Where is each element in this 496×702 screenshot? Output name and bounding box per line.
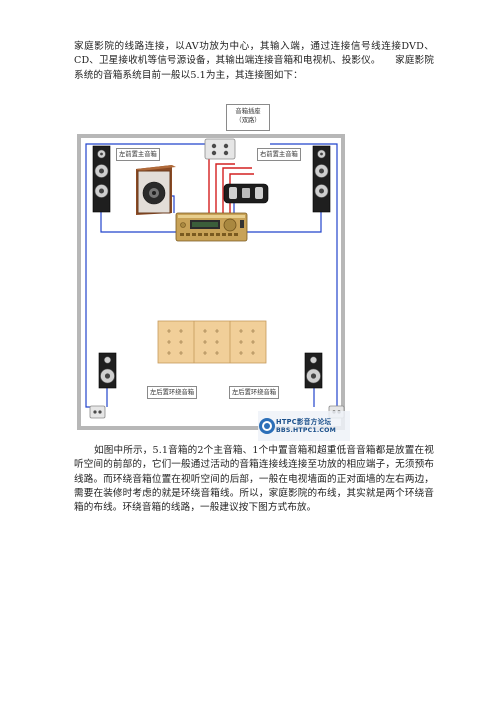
front-right-speaker xyxy=(312,145,331,213)
front-right-label: 右前置主音箱 xyxy=(257,148,301,161)
rear-right-label: 左后置环绕音箱 xyxy=(229,386,280,399)
front-left-speaker xyxy=(92,145,111,213)
rear-left-label: 左后置环绕音箱 xyxy=(147,386,198,399)
watermark: HTPC影音方论坛 BBS.HTPC1.COM xyxy=(258,411,350,441)
rear-left-speaker xyxy=(98,352,117,389)
wall-jack-front xyxy=(204,138,236,160)
rear-right-speaker xyxy=(304,352,323,389)
watermark-title: HTPC影音方论坛 xyxy=(276,418,332,426)
body-paragraph: 如图中所示，5.1音箱的2个主音箱、1个中置音箱和超重低音音箱都是放置在视听空间… xyxy=(74,444,434,515)
watermark-url: BBS.HTPC1.COM xyxy=(276,427,336,434)
wall-jack-label-line2: （双路） xyxy=(235,117,261,124)
subwoofer xyxy=(136,165,176,215)
body-paragraph-text: 如图中所示，5.1音箱的2个主音箱、1个中置音箱和超重低音音箱都是放置在视听空间… xyxy=(74,445,434,514)
intro-paragraph: 家庭影院的线路连接，以AV功放为中心，其输入端，通过连接信号线连接DVD、CD、… xyxy=(74,41,434,81)
sofa xyxy=(157,320,267,364)
av-amplifier xyxy=(175,212,248,242)
front-left-label: 左前置主音箱 xyxy=(116,148,160,161)
wall-jack-label-line1: 音箱插座 xyxy=(235,108,261,115)
wall-jack-rear-left xyxy=(89,405,106,419)
speaker-wiring-diagram: 音箱插座 （双路） 左前置主音箱 右前置主音箱 左后置环绕音箱 左后置环绕音箱 … xyxy=(74,101,350,441)
blue-wires xyxy=(85,143,338,408)
wall-jack-label: 音箱插座 （双路） xyxy=(226,104,270,131)
room-outline xyxy=(77,134,345,430)
watermark-badge xyxy=(258,411,350,441)
wiring-diagram-drawing xyxy=(77,134,350,441)
center-speaker xyxy=(223,183,269,204)
